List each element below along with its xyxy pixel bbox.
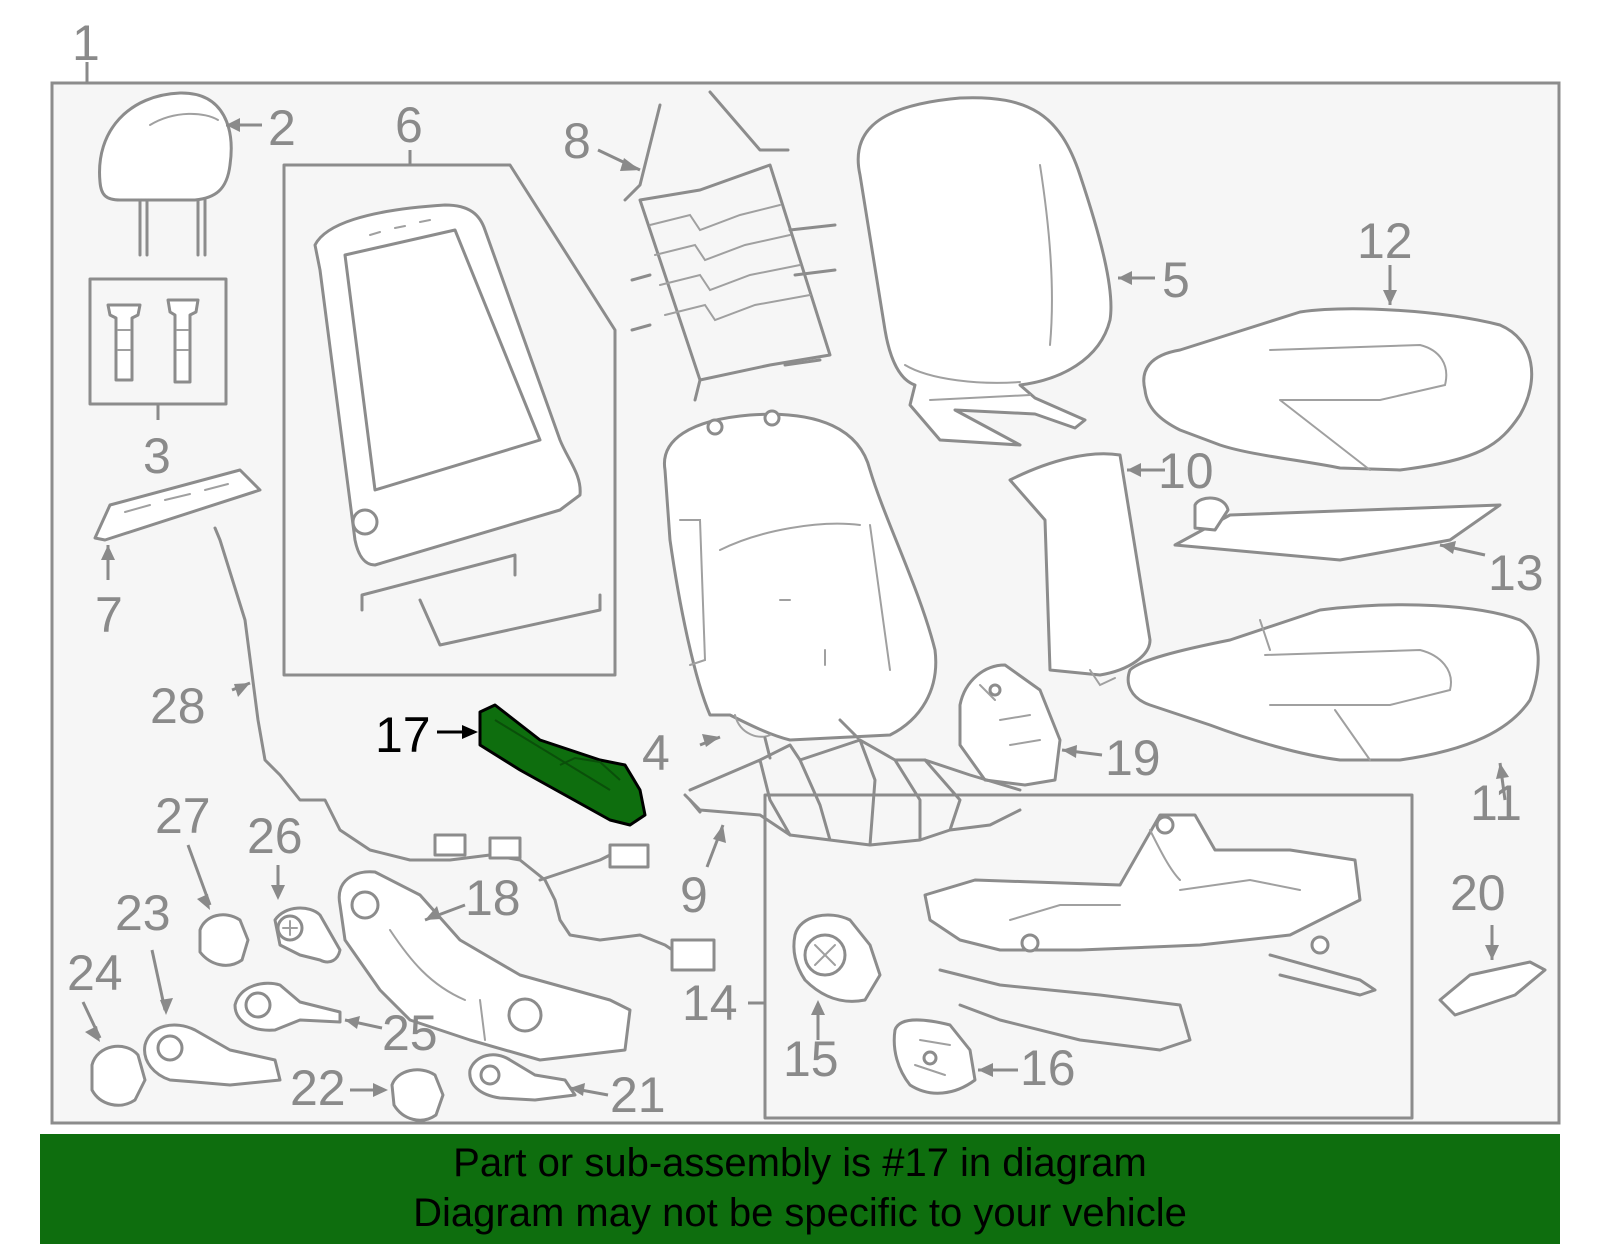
callout-11: 11: [1470, 775, 1522, 831]
part-9-wire-spring[interactable]: [683, 718, 1022, 847]
callout-22: 22: [290, 1060, 346, 1116]
part-notice-banner: Part or sub-assembly is #17 in diagram D…: [40, 1134, 1560, 1244]
part-14-seat-track-assembly[interactable]: [763, 793, 1414, 1120]
part-16-motor[interactable]: [892, 1018, 977, 1095]
callout-12: 12: [1357, 213, 1413, 269]
banner-line-2: Diagram may not be specific to your vehi…: [413, 1191, 1187, 1235]
part-4-backrest-front-cover[interactable]: [662, 409, 938, 742]
part-13-seat-pad[interactable]: [1173, 496, 1502, 562]
callout-21: 21: [610, 1067, 666, 1123]
callout-20: 20: [1450, 865, 1506, 921]
callout-28: 28: [150, 678, 206, 734]
callout-13: 13: [1488, 545, 1544, 601]
part-2-headrest[interactable]: [98, 91, 233, 257]
part-24-cap[interactable]: [90, 1044, 147, 1107]
callout-16: 16: [1020, 1040, 1076, 1096]
part-18-recliner-cover[interactable]: [337, 870, 632, 1062]
part-15-motor[interactable]: [792, 913, 882, 1003]
callout-9: 9: [680, 867, 708, 923]
callout-5: 5: [1162, 252, 1190, 308]
part-5-backrest-rear-cover[interactable]: [856, 96, 1113, 447]
banner-line-1: Part or sub-assembly is #17 in diagram: [453, 1141, 1147, 1185]
callout-7: 7: [95, 587, 123, 643]
callout-19: 19: [1105, 730, 1161, 786]
callout-27: 27: [155, 788, 211, 844]
callout-18: 18: [465, 870, 521, 926]
part-17-trim-cover[interactable]: [478, 703, 647, 827]
part-3-headrest-guides[interactable]: [88, 277, 228, 406]
part-23-recline-lever[interactable]: [143, 1023, 282, 1087]
part-27-cap[interactable]: [198, 913, 250, 967]
callout-17: 17: [375, 707, 431, 763]
part-21-handle[interactable]: [468, 1053, 577, 1102]
callout-24: 24: [67, 945, 123, 1001]
part-25-lever[interactable]: [233, 981, 342, 1032]
callout-1: 1: [72, 15, 100, 71]
callout-15: 15: [783, 1031, 839, 1087]
part-7-bracket[interactable]: [93, 468, 262, 542]
part-22-cap[interactable]: [390, 1068, 445, 1122]
part-28-wire-harness[interactable]: [213, 526, 716, 972]
callout-26: 26: [247, 808, 303, 864]
callout-4: 4: [642, 725, 670, 781]
callout-3: 3: [143, 428, 171, 484]
callout-2: 2: [268, 100, 296, 156]
callout-8: 8: [563, 113, 591, 169]
part-26-knob[interactable]: [273, 906, 342, 964]
part-20-trim-piece[interactable]: [1438, 960, 1547, 1017]
part-11-seat-cushion[interactable]: [1126, 603, 1540, 762]
callout-6: 6: [395, 97, 423, 153]
part-6-backrest-frame[interactable]: [282, 163, 617, 677]
callout-25: 25: [382, 1005, 438, 1061]
part-10-side-panel[interactable]: [1008, 452, 1152, 687]
callout-10: 10: [1158, 443, 1214, 499]
part-12-cushion-cover-top[interactable]: [1142, 307, 1534, 472]
callout-14: 14: [682, 975, 738, 1031]
part-19-module[interactable]: [958, 663, 1062, 787]
callout-23: 23: [115, 885, 171, 941]
part-8-spring-mat[interactable]: [623, 90, 837, 402]
